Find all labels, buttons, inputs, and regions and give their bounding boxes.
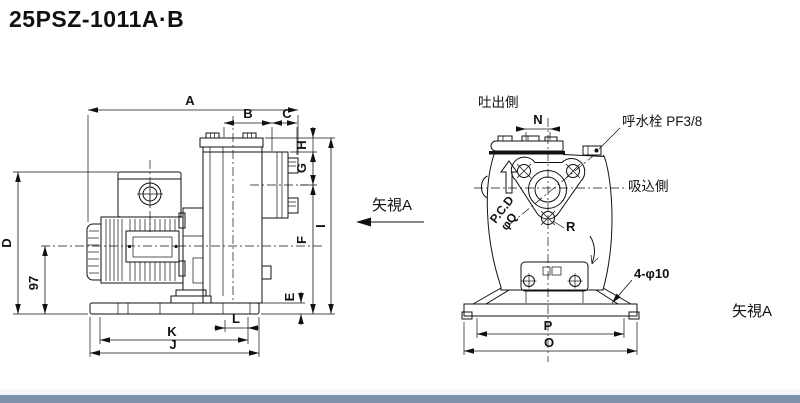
dim-label-e: E	[282, 292, 297, 301]
view-a-caption: 矢視A	[732, 303, 772, 320]
motor-fins	[105, 219, 176, 281]
dim-label-f: F	[294, 236, 309, 244]
front-view-drawing: N P O R P.C.D φQ 4-φ10 吐出側 呼水栓 PF3/8 吸込側…	[461, 95, 772, 362]
dim-label-d: D	[0, 238, 14, 247]
curved-arrow-icon	[589, 235, 595, 264]
discharge-side-label: 吐出側	[478, 95, 519, 110]
dim-label-o: O	[544, 335, 554, 350]
dim-label-n: N	[533, 112, 542, 127]
dim-label-h: H	[294, 140, 309, 149]
dim-label-97: 97	[26, 276, 41, 290]
priming-plug	[582, 145, 602, 156]
fan-cover-slots	[88, 230, 99, 274]
rotation-direction-arrow-icon	[500, 160, 518, 194]
dim-label-l: L	[232, 311, 240, 326]
dim-label-a: A	[185, 93, 195, 108]
extension-lines-side	[13, 115, 335, 357]
dim-label-p: P	[544, 318, 553, 333]
dim-label-b: B	[243, 106, 252, 121]
view-arrow-icon	[356, 217, 371, 227]
dim-label-k: K	[167, 324, 177, 339]
dim-label-i: I	[313, 224, 328, 228]
suction-side-label: 吸込側	[628, 179, 669, 194]
footer-highlight-strip	[0, 389, 800, 395]
priming-plug-label: 呼水栓 PF3/8	[622, 114, 702, 129]
side-view-drawing: A B C H G F I E D 97 K L J	[0, 93, 335, 357]
base-slot-lines	[117, 303, 251, 314]
footer-accent-bar	[0, 395, 800, 403]
view-a-arrow-label: 矢視A	[372, 197, 412, 214]
dim-label-c: C	[282, 106, 292, 121]
dim-label-j: J	[169, 337, 176, 352]
flange-bolt-holes	[516, 163, 581, 226]
page-title: 25PSZ-1011A·B	[9, 6, 185, 32]
dim-label-r: R	[566, 219, 576, 234]
base-holes-label: 4-φ10	[634, 266, 669, 281]
dim-label-g: G	[294, 163, 309, 173]
view-direction-arrow: 矢視A	[356, 197, 424, 227]
